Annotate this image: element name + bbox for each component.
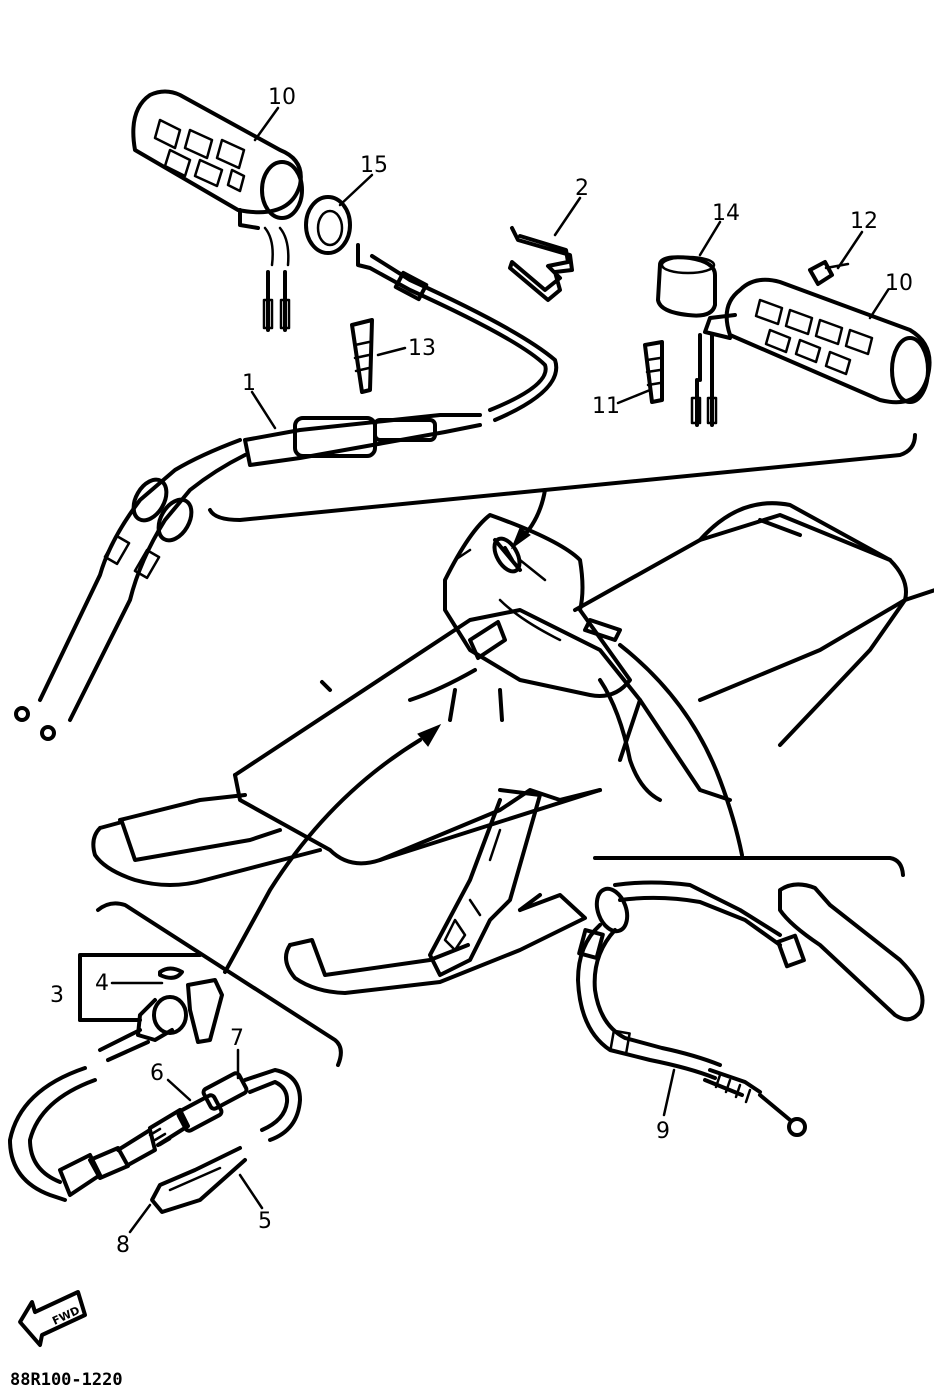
throttle-cable: [14, 243, 559, 741]
callout-11: 11: [592, 394, 620, 419]
section-divider-right: [593, 856, 905, 877]
callouts: 10 15 2 14 12 10 13 11 1 3 4 7 6 5 8 9: [50, 85, 913, 1258]
callout-3: 3: [50, 983, 64, 1008]
callout-7: 7: [230, 1026, 244, 1051]
section-divider-left: [96, 901, 343, 1067]
callout-2: 2: [575, 176, 589, 201]
section-divider-upper: [208, 433, 917, 522]
screw-11: [643, 340, 664, 404]
adjuster-and-cable: [148, 1068, 302, 1214]
collar-14: [656, 255, 717, 318]
callout-13: 13: [408, 336, 436, 361]
callout-5: 5: [258, 1209, 272, 1234]
callout-14: 14: [712, 201, 740, 226]
arrowhead-lower: [417, 723, 442, 747]
grip-end-ring: [304, 195, 352, 255]
callout-10-left: 10: [268, 85, 296, 110]
leader-lines: [110, 106, 890, 1234]
arrowhead-upper: [510, 527, 531, 550]
throttle-lever-assembly: [8, 953, 224, 1202]
drawing-code: 88R100-1220: [10, 1370, 123, 1388]
callout-15: 15: [360, 153, 388, 178]
snowmobile-body: [91, 501, 934, 995]
callout-8: 8: [116, 1233, 130, 1258]
callout-1: 1: [242, 371, 256, 396]
callout-10-right: 10: [885, 271, 913, 296]
callout-12: 12: [850, 209, 878, 234]
screw-12: [808, 260, 850, 286]
callout-6: 6: [150, 1061, 164, 1086]
right-handlebar-grip: [690, 277, 932, 427]
left-handlebar-grip: [131, 89, 304, 332]
callout-9: 9: [656, 1119, 670, 1144]
cable-bracket: [508, 226, 574, 302]
forward-arrow: FWD: [18, 1290, 87, 1347]
pointer-arrow-lower: [223, 738, 422, 974]
callout-4: 4: [95, 971, 109, 996]
screw-13: [350, 318, 374, 394]
brake-cable-assembly: [576, 880, 925, 1137]
